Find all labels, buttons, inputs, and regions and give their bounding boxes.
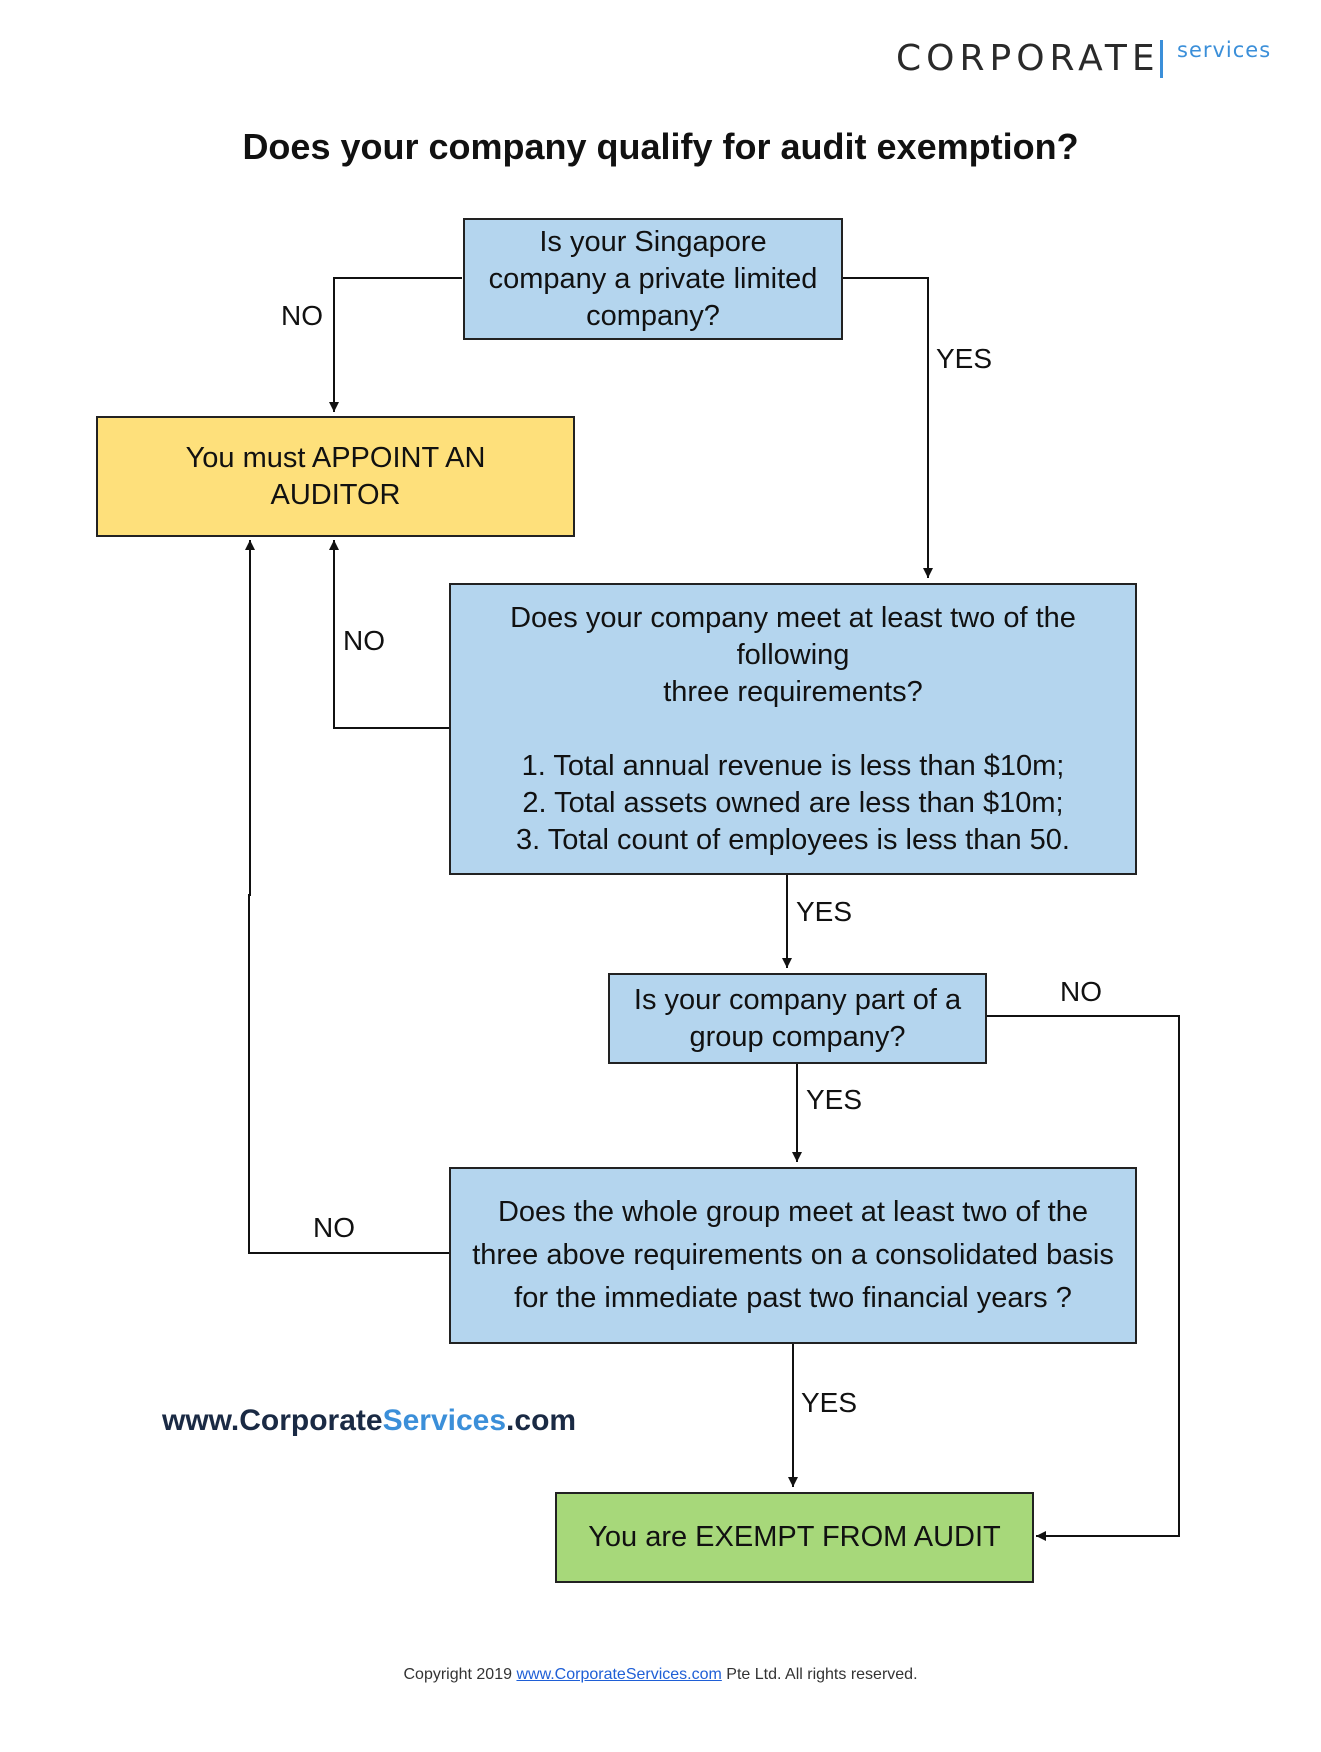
question-group-company: Is your company part of a group company? (608, 973, 987, 1064)
website-suffix: .com (506, 1404, 577, 1437)
copyright-before: Copyright 2019 (403, 1666, 517, 1683)
label-group-requirements-no: NO (313, 1212, 355, 1243)
page-title: Does your company qualify for audit exem… (242, 126, 1079, 167)
question-group-company-text: Is your company part of a group company? (633, 983, 962, 1053)
label-group-no: NO (1060, 976, 1102, 1007)
brand-name: CORPORATE (896, 38, 1160, 79)
question-private-limited: Is your Singapore company a private limi… (463, 218, 843, 340)
label-requirements-no: NO (343, 625, 385, 656)
edge-private-no (329, 277, 462, 412)
question-group-requirements-text: Does the whole group meet at least two o… (472, 1196, 1114, 1314)
label-group-requirements-yes: YES (801, 1387, 858, 1418)
brand-sub: services (1177, 38, 1272, 62)
website-prefix: www. (162, 1404, 240, 1437)
result-appoint-auditor-text: You must APPOINT AN AUDITOR (185, 441, 486, 511)
website-link[interactable]: www.CorporateServices.com (162, 1404, 576, 1438)
copyright-footer: Copyright 2019 www.CorporateServices.com… (0, 1666, 1321, 1684)
result-exempt-from-audit-text: You are EXEMPT FROM AUDIT (588, 1521, 1001, 1553)
copyright-link[interactable]: www.CorporateServices.com (516, 1666, 722, 1683)
result-exempt-from-audit: You are EXEMPT FROM AUDIT (555, 1492, 1034, 1583)
edge-group-no (986, 1015, 1180, 1541)
edge-group-requirements-no (245, 540, 449, 1254)
label-group-yes: YES (806, 1084, 863, 1115)
edge-private-yes (842, 277, 933, 578)
question-requirements-text: Does your company meet at least two of t… (510, 601, 1076, 856)
website-services: Services (382, 1404, 507, 1437)
question-requirements: Does your company meet at least two of t… (449, 583, 1137, 875)
brand-divider (1160, 40, 1163, 78)
copyright-after: Pte Ltd. All rights reserved. (721, 1666, 918, 1683)
label-private-yes: YES (936, 343, 993, 374)
label-private-no: NO (281, 300, 323, 331)
label-requirements-yes: YES (796, 896, 853, 927)
question-private-limited-text: Is your Singapore company a private limi… (488, 225, 818, 332)
question-group-requirements: Does the whole group meet at least two o… (449, 1167, 1137, 1344)
website-corporate: Corporate (239, 1404, 383, 1437)
result-appoint-auditor: You must APPOINT AN AUDITOR (96, 416, 575, 537)
edge-requirements-no (329, 540, 449, 729)
